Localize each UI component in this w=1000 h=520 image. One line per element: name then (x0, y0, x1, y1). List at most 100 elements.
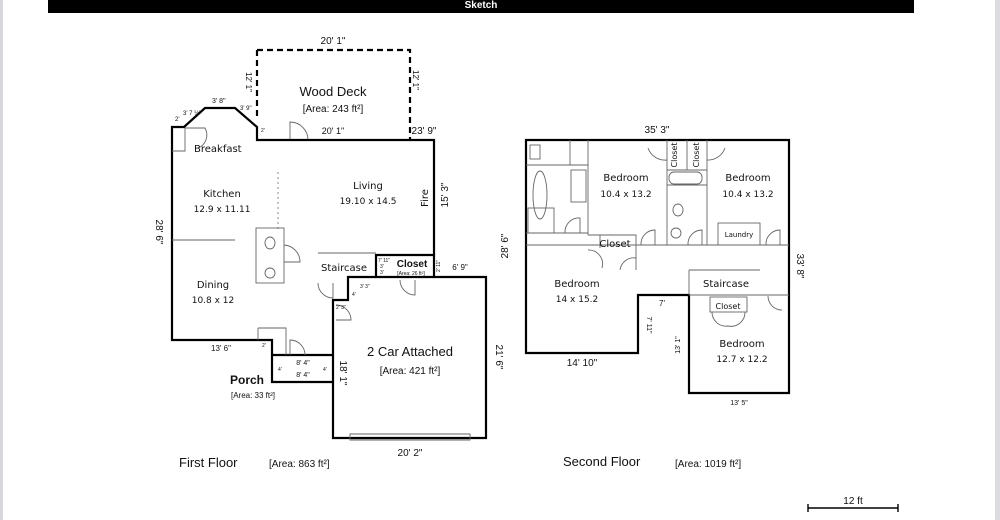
dim-notch-top: 7' (659, 299, 665, 308)
garage-door (349, 433, 471, 441)
dim-bay-b: 3' 8" (212, 98, 226, 105)
dim-notch-left: 7' 11" (645, 317, 652, 334)
dim-sf-left: 28' 6" (500, 233, 511, 258)
scale-bar-label: 12 ft (843, 496, 863, 507)
bath-door-swing (283, 244, 301, 263)
deck-door-swing (289, 121, 309, 141)
kitchen-label: Kitchen (203, 189, 241, 200)
dim-stair-step3: 2' 3" (336, 305, 346, 311)
closet-door-swing (399, 279, 416, 296)
window-title-bar: Sketch (48, 0, 914, 13)
first-floor-title: First Floor (179, 455, 238, 470)
bedroom-3-door (619, 257, 637, 271)
dim-deck-right: 12' 1" (411, 70, 420, 90)
garage-walls (331, 275, 488, 440)
first-floor-plan (170, 48, 488, 441)
house-wall-left (170, 140, 333, 384)
sink-icon (264, 267, 276, 279)
dim-deck-left: 12' 1" (244, 72, 253, 92)
laundry-door (765, 229, 781, 246)
house-wall-top (170, 106, 436, 255)
dining-label: Dining (197, 280, 229, 291)
double-sink-icon (570, 169, 587, 203)
closet-d-label: Closet (716, 302, 741, 311)
toilet-icon-2 (529, 144, 541, 160)
closet-c-label: Closet (599, 239, 630, 250)
scale-bar: 12 ft (807, 496, 899, 512)
garage-area: [Area: 421 ft²] (380, 366, 441, 377)
dim-bay-a: 3' 7 ½" (183, 110, 201, 117)
staircase-2-label: Staircase (703, 279, 749, 290)
dim-notch-right: 13' 1" (675, 336, 682, 354)
dim-sf-top: 35' 3" (645, 125, 670, 136)
living-label: Living (353, 181, 383, 192)
dim-closet-w: 7' 11" (378, 258, 390, 264)
second-floor-title: Second Floor (563, 454, 641, 469)
dim-bay-2: 2' (175, 117, 179, 123)
second-floor-plan (524, 138, 791, 395)
bedroom-4-label: Bedroom (719, 339, 764, 350)
closet-doors-2 (647, 147, 726, 161)
dim-left-height: 28' 6" (153, 220, 164, 245)
garage-entry-door (335, 304, 352, 321)
dim-garage-top: 6' 9" (452, 263, 468, 272)
bedroom-1-dims: 10.4 x 13.2 (600, 190, 651, 200)
stair-walls-2 (688, 269, 789, 296)
closet-label: Closet (397, 259, 428, 270)
wood-deck-label: Wood Deck (300, 84, 367, 99)
bath-door-2 (564, 217, 581, 234)
dim-bay-2b: 2' (261, 128, 265, 134)
half-bath (255, 227, 285, 284)
viewer-left-edge (0, 0, 3, 520)
porch-closet (257, 327, 287, 355)
porch-area: [Area: 33 ft²] (231, 391, 275, 400)
bedroom-1-label: Bedroom (603, 173, 648, 184)
dim-garage-bottom: 20' 2" (398, 448, 423, 459)
breakfast-window-seat (172, 127, 208, 152)
scale-bar-line (807, 504, 899, 512)
dim-closet-h: 3' (380, 264, 384, 270)
dim-closet-h2: 3' (380, 270, 384, 276)
dim-bay-c: 3' 9" (240, 106, 252, 112)
dim-porch-r: 4' (323, 367, 327, 373)
dim-porch-l: 4' (278, 367, 282, 373)
walk-in-closet-walls (588, 234, 637, 270)
bedroom-4-dims: 12.7 x 12.2 (716, 355, 767, 365)
dim-porch-top: 8' 4" (296, 360, 310, 367)
dim-porch-left: 2' (262, 343, 266, 349)
bedroom-3-label: Bedroom (554, 279, 599, 290)
hall-doors (640, 229, 703, 246)
tub-icon-2 (668, 171, 703, 185)
fire-label: Fire (420, 189, 431, 207)
first-floor-area: [Area: 863 ft²] (269, 459, 330, 470)
viewer-scrollbar[interactable] (995, 0, 1000, 520)
closet-area: [Area: 26 ft²] (397, 271, 425, 277)
dim-deck-bottom: 20' 1" (322, 126, 344, 136)
toilet-icon-3 (672, 203, 684, 217)
wood-deck-area: [Area: 243 ft²] (303, 104, 364, 115)
living-dims: 19.10 x 14.5 (340, 197, 397, 207)
wood-deck-outline (257, 48, 412, 140)
dining-dims: 10.8 x 12 (192, 296, 235, 306)
dim-closet-right: 2' 11" (436, 260, 442, 272)
dim-deck-top: 20' 1" (321, 36, 346, 47)
closet-d-doors (711, 311, 746, 327)
closet-b-label: Closet (692, 143, 701, 168)
dim-porch-bottom: 8' 4" (296, 372, 310, 379)
breakfast-label: Breakfast (194, 144, 242, 155)
toilet-icon (264, 236, 276, 250)
bedroom-2-dims: 10.4 x 13.2 (722, 190, 773, 200)
bedroom-4-door (767, 295, 783, 311)
dim-stair-step: 3' 3" (360, 284, 370, 290)
dim-bottom-left: 13' 6" (211, 344, 231, 353)
closet-door-2 (587, 249, 603, 269)
dim-garage-left: 18' 1" (337, 361, 348, 386)
closet-a-label: Closet (670, 143, 679, 168)
window-title: Sketch (464, 0, 498, 11)
porch-label: Porch (230, 373, 264, 387)
laundry-label: Laundry (725, 231, 754, 239)
garage-label: 2 Car Attached (367, 344, 453, 359)
bedroom-2-label: Bedroom (725, 173, 770, 184)
dim-fire-wall: 15' 3" (440, 182, 451, 207)
